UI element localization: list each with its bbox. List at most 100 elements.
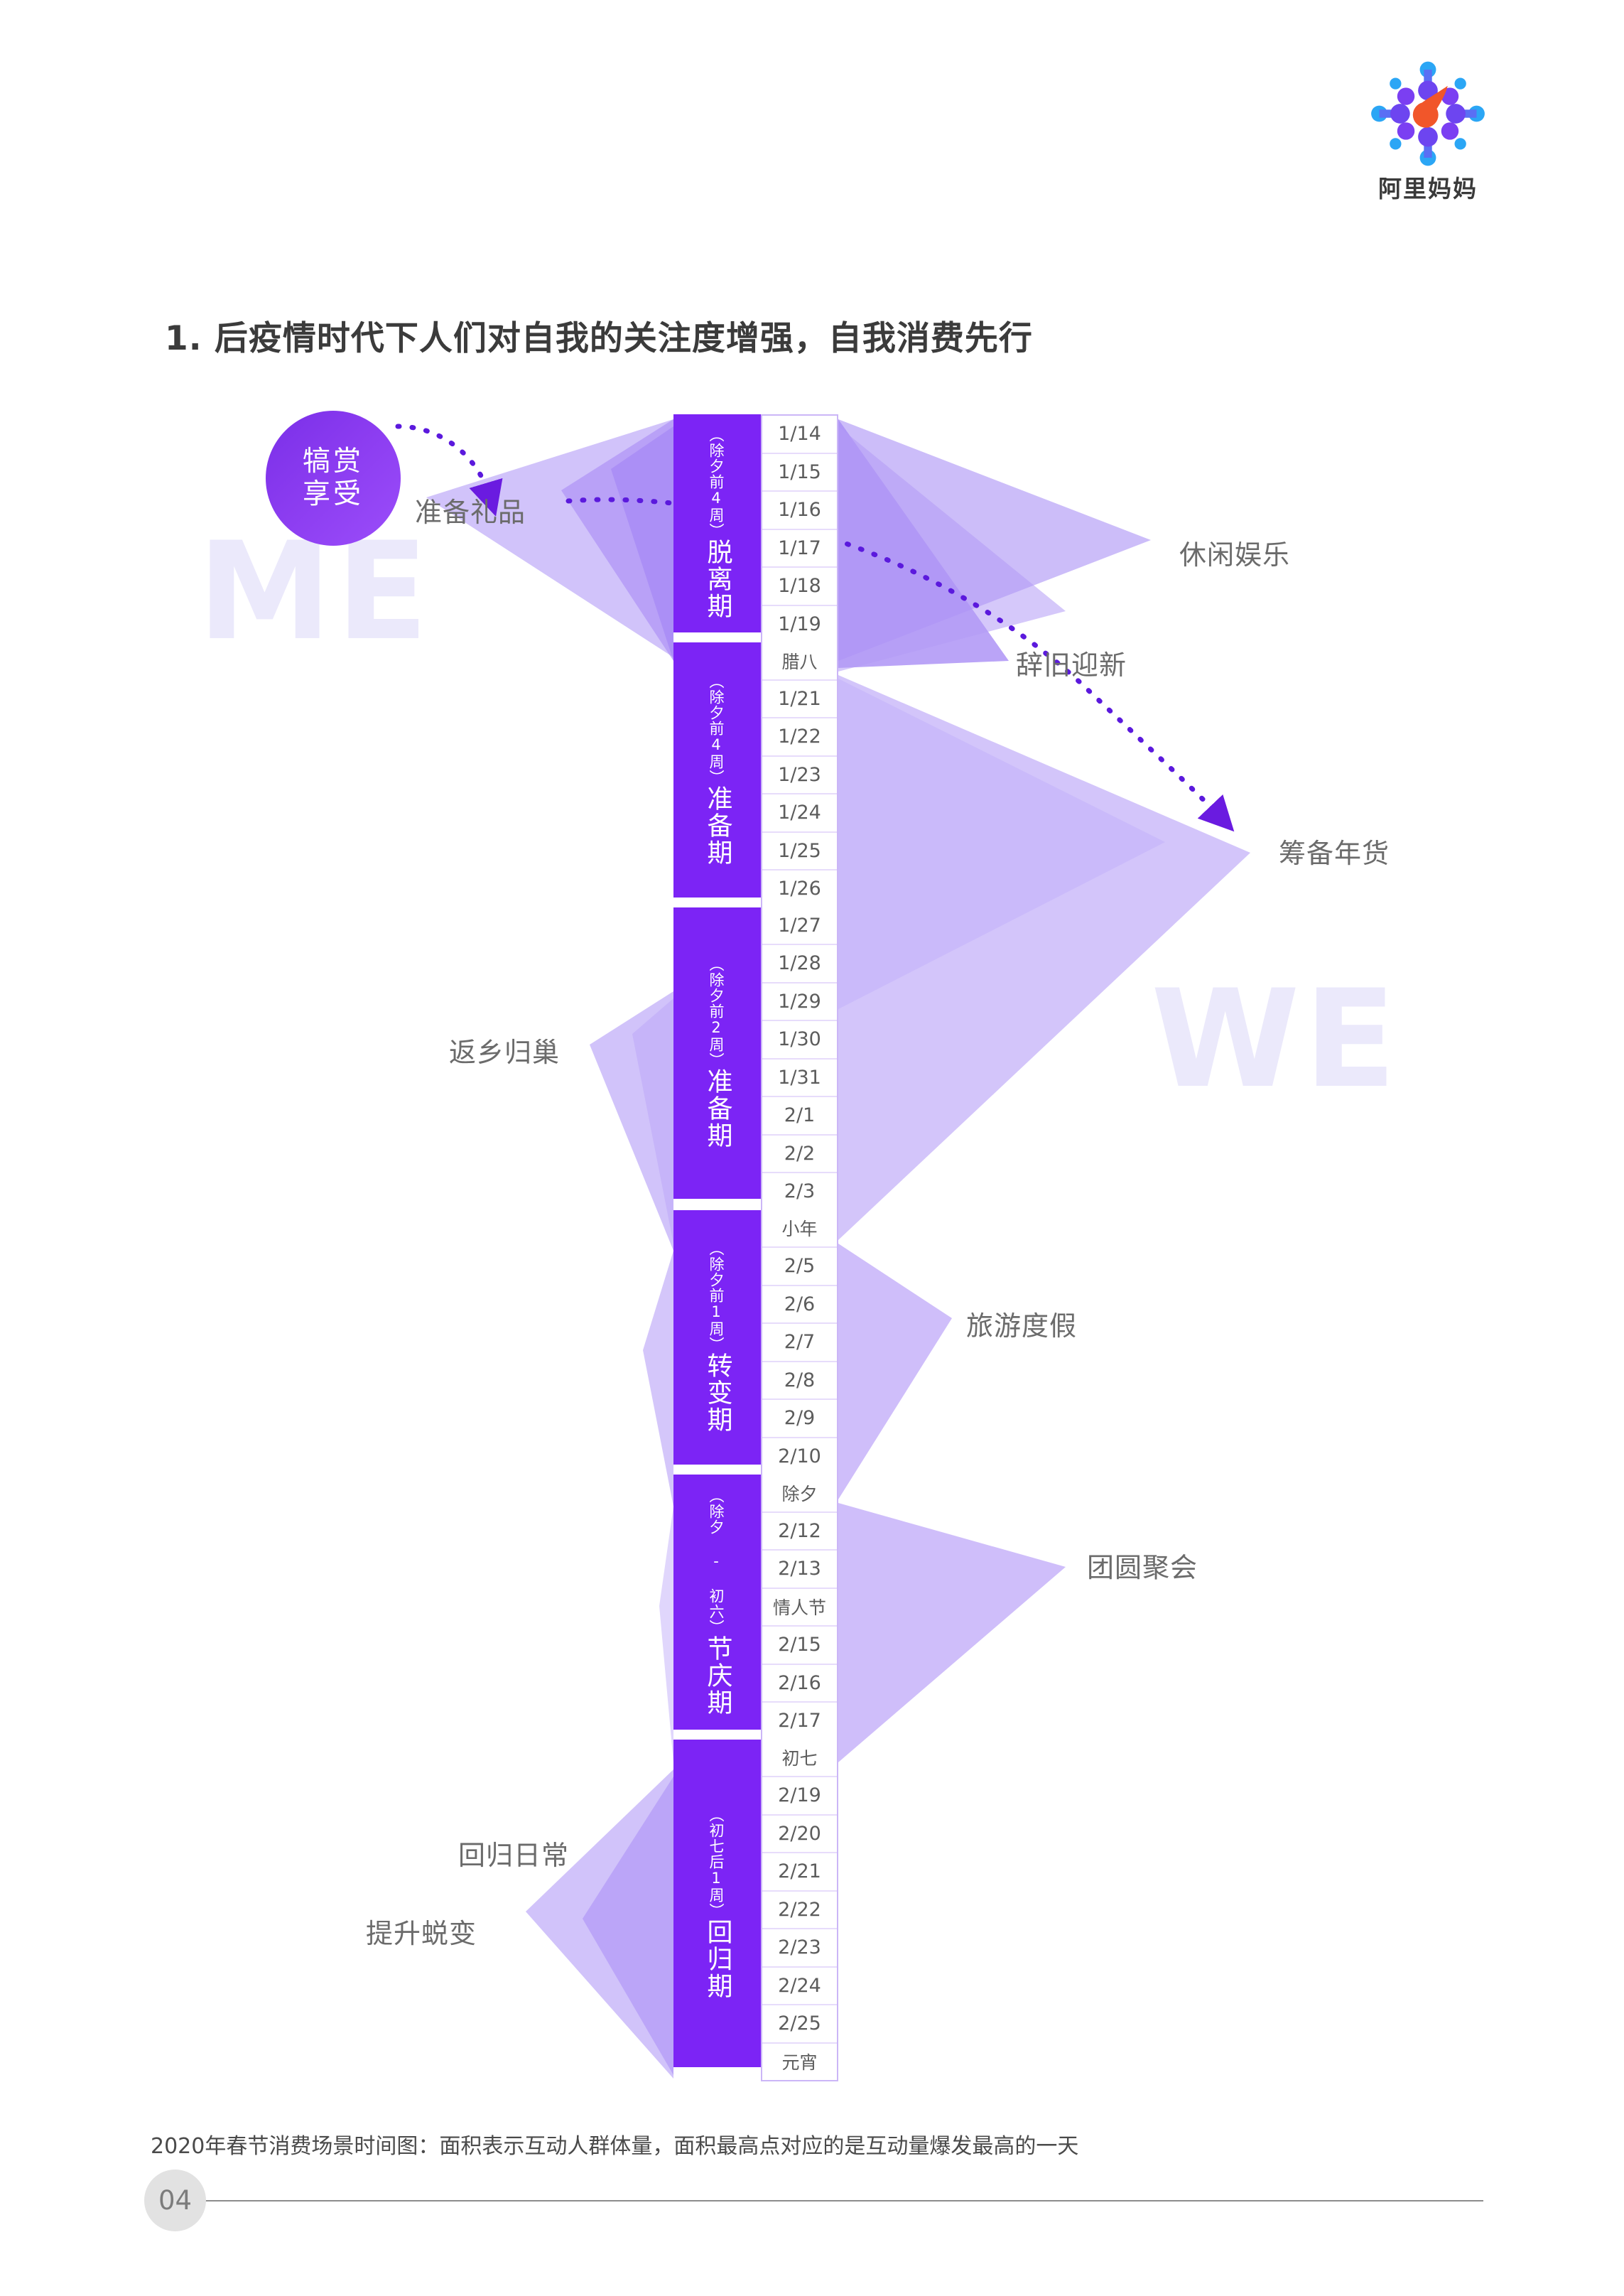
watermark-we: WE (1151, 961, 1401, 1118)
date-cell: 2/23 (762, 1929, 837, 1968)
festival-date-cell: 初七 (762, 1740, 837, 1777)
scene-label-gift: 准备礼品 (415, 497, 526, 528)
scene-label-goods: 筹备年货 (1279, 838, 1390, 869)
page-number-badge: 04 (144, 2170, 206, 2231)
date-cell: 1/14 (762, 416, 837, 454)
phase-label: 转变期（除夕前1周） (673, 1209, 761, 1466)
phase-sublabel: （除夕 - 初六） (708, 1487, 725, 1635)
chart-caption: 2020年春节消费场景时间图：面积表示互动人群体量，面积最高点对应的是互动量爆发… (151, 2134, 1079, 2159)
phase-name: 准备期 (703, 785, 732, 866)
phase-sublabel: （初七后1周） (708, 1806, 725, 1919)
phase-label: 准备期（除夕前2周） (673, 907, 761, 1200)
reward-badge-line1: 犒赏 (302, 445, 364, 478)
scene-label-leisure: 休闲娱乐 (1179, 539, 1291, 571)
phase-sublabel: （除夕前4周） (708, 673, 725, 785)
date-cell: 2/10 (778, 1445, 821, 1467)
stream-area-gift-3 (611, 426, 673, 661)
scene-label-homecoming: 返乡归巢 (449, 1037, 561, 1068)
date-cell: 1/28 (762, 945, 837, 983)
phase-name: 脱离期 (703, 539, 732, 620)
date-cell: 2/22 (762, 1892, 837, 1929)
date-cell: 2/21 (762, 1853, 837, 1892)
stream-area-gift-2 (561, 419, 673, 661)
phase-label: 节庆期（除夕 - 初六） (673, 1475, 761, 1731)
date-cell: 2/13 (762, 1551, 837, 1589)
date-cell: 2/12 (762, 1513, 837, 1551)
stream-area-reunion (838, 1503, 1066, 1762)
phase-name: 转变期 (703, 1352, 732, 1434)
date-cell: 1/29 (762, 983, 837, 1021)
date-cell: 2/16 (762, 1665, 837, 1703)
date-cell: 2/2 (762, 1136, 837, 1173)
phase-name: 节庆期 (703, 1634, 732, 1716)
phase-name: 准备期 (703, 1068, 732, 1149)
reward-badge-line2: 享受 (302, 478, 364, 510)
stream-area-newyear-2 (838, 426, 1066, 672)
date-cell: 1/19 (778, 613, 821, 635)
page-title: 1. 后疫情时代下人们对自我的关注度增强，自我消费先行 (165, 319, 1033, 358)
date-cell: 1/24 (762, 794, 837, 833)
date-cell: 2/25 (762, 2005, 837, 2044)
scene-label-return: 回归日常 (458, 1840, 570, 1871)
scene-label-reunion: 团圆聚会 (1087, 1552, 1198, 1583)
date-cell: 1/17 (762, 530, 837, 568)
date-cell: 1/23 (762, 757, 837, 794)
scene-label-travel: 旅游度假 (966, 1310, 1078, 1342)
festival-date-cell: 腊八 (762, 642, 837, 681)
date-cell: 1/18 (762, 568, 837, 606)
phase-label: 回归期（初七后1周） (673, 1739, 761, 2069)
date-cell: 1/15 (762, 454, 837, 492)
brand-name: 阿里妈妈 (1378, 175, 1478, 203)
date-cell: 1/16 (762, 492, 837, 530)
stream-area-transition-left (643, 1251, 673, 1507)
date-cell: 2/6 (762, 1286, 837, 1324)
footer-divider (179, 2200, 1483, 2201)
stream-area-festival-left (659, 1507, 673, 1762)
phase-sublabel: （除夕前2周） (708, 956, 725, 1068)
stream-area-travel (838, 1244, 952, 1499)
festival-date-cell: 元宵 (781, 2052, 818, 2074)
date-cell: 2/5 (762, 1248, 837, 1286)
date-cell: 2/20 (762, 1816, 837, 1853)
flow-arrow-badge-to-gift (395, 424, 503, 517)
date-cell: 2/17 (778, 1710, 821, 1732)
date-cell: 1/22 (762, 718, 837, 757)
date-cell: 2/7 (762, 1324, 837, 1362)
scene-label-transform: 提升蜕变 (366, 1918, 477, 1949)
date-cell: 1/31 (762, 1060, 837, 1097)
phase-sublabel: （除夕前4周） (708, 427, 725, 539)
watermark-me: ME (197, 513, 433, 670)
scene-label-newyear: 辞旧迎新 (1016, 650, 1127, 681)
date-cell: 1/30 (762, 1021, 837, 1060)
festival-date-cell: 除夕 (762, 1475, 837, 1513)
reward-badge: 犒赏 享受 (266, 411, 401, 546)
date-cell: 1/21 (762, 681, 837, 718)
stream-area-goods-2 (838, 679, 1165, 1009)
alimama-starburst-logo-icon (1371, 61, 1485, 166)
festival-date-cell: 情人节 (762, 1589, 837, 1627)
date-cell: 1/26 (778, 878, 821, 900)
date-cell: 2/3 (784, 1180, 816, 1203)
phase-label: 准备期（除夕前4周） (673, 642, 761, 899)
date-cell: 2/9 (762, 1400, 837, 1438)
stream-area-transform (583, 1777, 673, 2075)
date-cell: 1/25 (762, 833, 837, 871)
phase-name: 回归期 (703, 1918, 732, 2000)
date-cell: 2/24 (762, 1968, 837, 2005)
festival-date-cell: 小年 (762, 1210, 837, 1248)
date-cell: 2/19 (762, 1777, 837, 1816)
phase-sublabel: （除夕前1周） (708, 1241, 725, 1353)
